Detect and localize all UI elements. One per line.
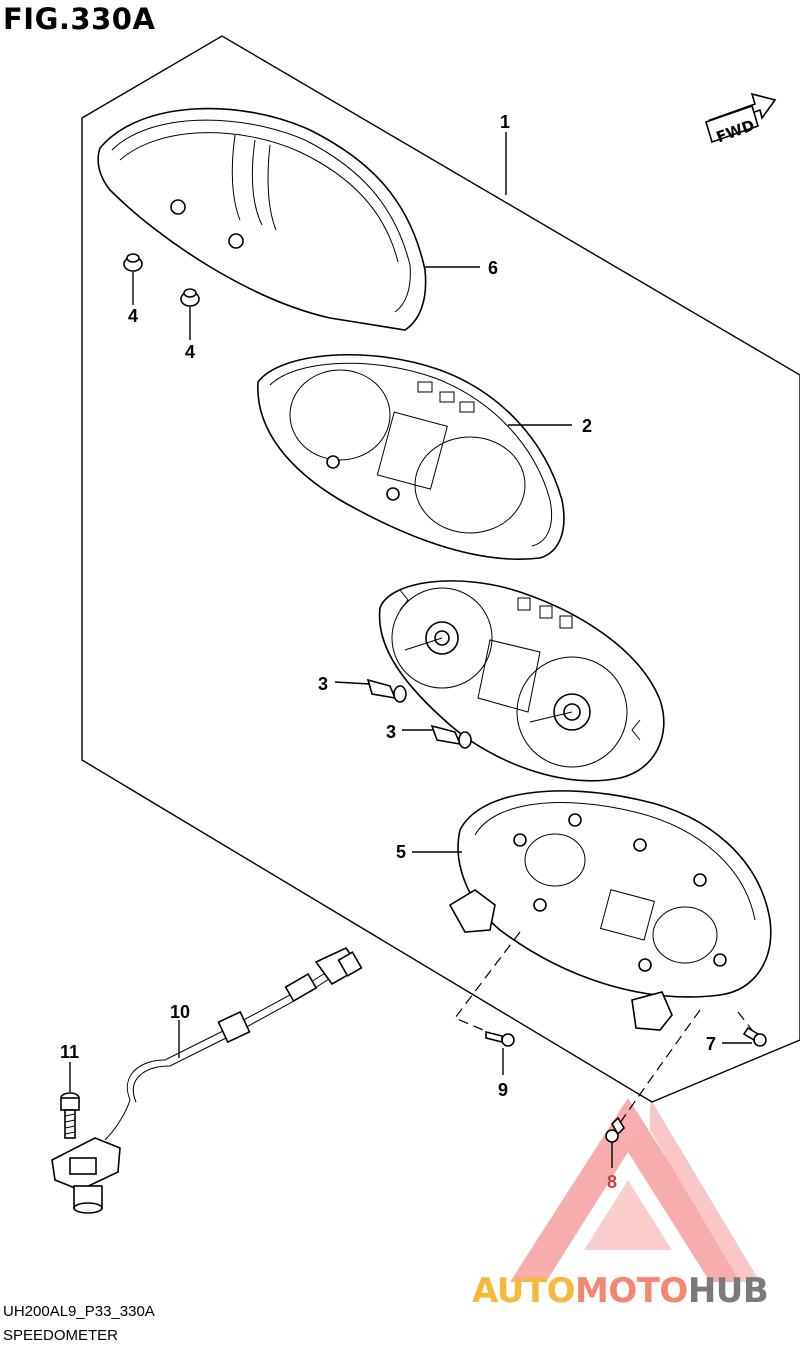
part-10-harness — [104, 946, 363, 1141]
callout-6: 6 — [488, 258, 498, 278]
callout-8: 8 — [607, 1172, 617, 1192]
assembly-line-9 — [454, 931, 521, 1036]
callout-1: 1 — [500, 112, 510, 132]
watermark-part-moto: MOTO — [574, 1271, 688, 1311]
part-11-bolt — [60, 1092, 80, 1139]
callout-4b: 4 — [185, 342, 195, 362]
part-3-bulb-a — [366, 678, 407, 703]
figure-title: FIG.330A — [3, 2, 156, 36]
part-4-grommet-a — [123, 253, 143, 272]
watermark-text: AUTOMOTOHUB — [472, 1271, 769, 1311]
callout-4a: 4 — [128, 306, 138, 326]
kit-boundary — [81, 35, 800, 1103]
part-2-meter-frame — [257, 353, 565, 560]
watermark-part-hub: HUB — [687, 1271, 769, 1311]
callout-9: 9 — [498, 1080, 508, 1100]
callout-7: 7 — [706, 1034, 716, 1054]
part-7-screw — [742, 1026, 767, 1047]
callout-11: 11 — [60, 1042, 79, 1062]
part-9-screw — [485, 1030, 515, 1047]
assembly-line-7 — [737, 1011, 753, 1031]
callout-3b: 3 — [386, 722, 396, 742]
meter-assembly — [378, 580, 665, 782]
part-4-grommet-b — [180, 288, 200, 307]
callout-3a: 3 — [318, 674, 328, 694]
watermark-part-auto: AUTO — [472, 1271, 575, 1311]
part-3-bulb-b — [430, 724, 472, 749]
part-6-meter-cover — [97, 107, 427, 331]
callout-10: 10 — [170, 1002, 190, 1022]
speed-sensor — [51, 1137, 121, 1214]
fwd-arrow-icon: FWD — [705, 92, 777, 146]
callout-5: 5 — [396, 842, 406, 862]
assembly-line-8 — [614, 1009, 701, 1131]
watermark-logo — [510, 1098, 760, 1282]
figure-name: SPEEDOMETER — [3, 1327, 119, 1344]
callout-2: 2 — [582, 416, 592, 436]
figure-code: UH200AL9_P33_330A — [3, 1303, 155, 1320]
leader-3a — [334, 681, 371, 685]
part-5-meter-case — [448, 790, 772, 1031]
